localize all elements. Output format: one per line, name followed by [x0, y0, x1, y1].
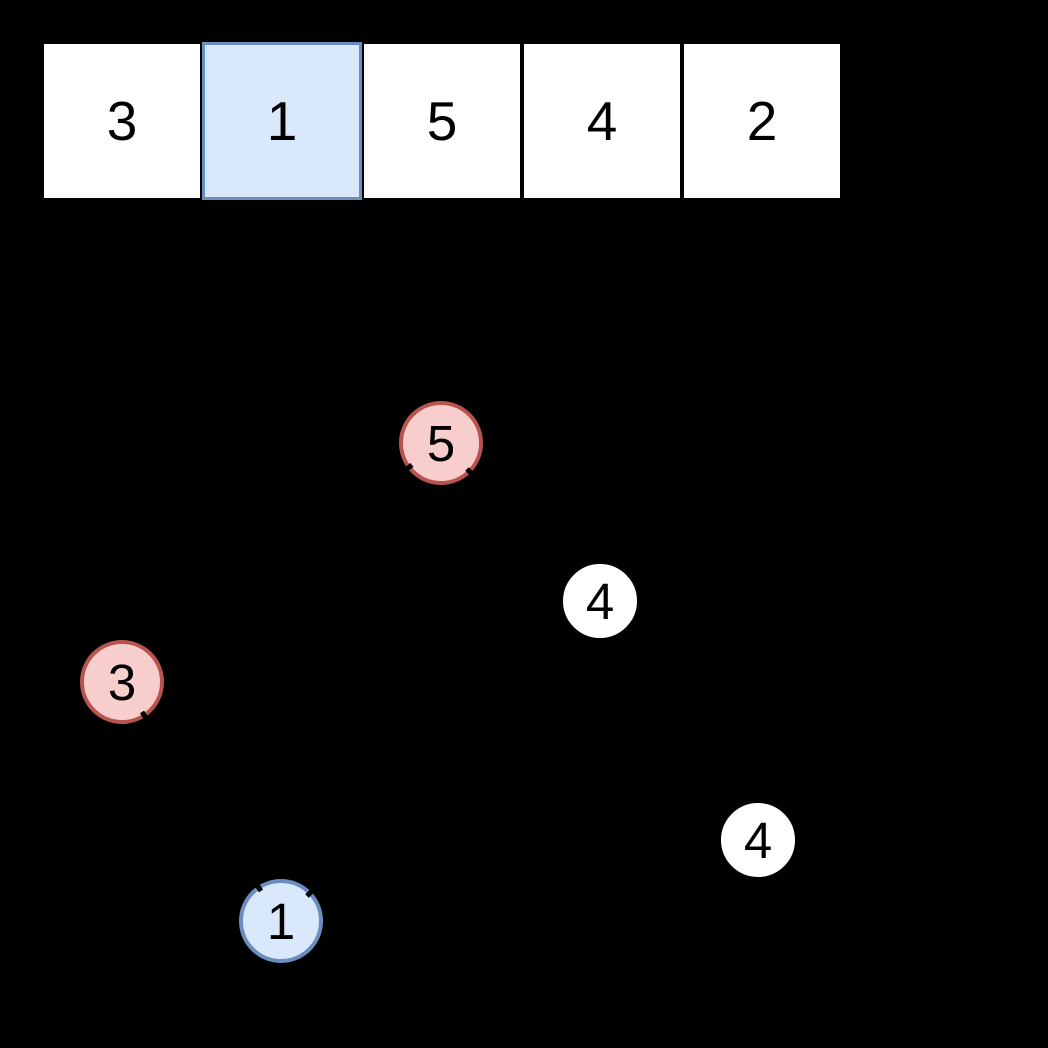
tree-node-1-label: 1	[267, 893, 295, 950]
array-cell-4: 2	[682, 42, 842, 200]
array-cell-0: 3	[42, 42, 202, 200]
tree-node-5-circle	[399, 401, 483, 485]
tree-node-1-circle	[239, 879, 323, 963]
tree-edge-3-1	[139, 710, 264, 893]
tree-node-3-circle	[80, 640, 164, 724]
tree-node-3-label: 3	[108, 654, 136, 711]
tree-node-3: 3	[80, 640, 164, 724]
array-row: 3 1 5 4 2	[42, 42, 842, 200]
array-cell-value: 4	[586, 90, 618, 152]
tree-node-4-upper-label: 4	[586, 573, 614, 630]
array-cell-3: 4	[522, 42, 682, 200]
tree-node-4-upper: 4	[561, 562, 639, 640]
array-cell-value: 1	[266, 90, 298, 152]
tree-node-4-lower-circle	[719, 801, 797, 879]
array-cell-2: 5	[362, 42, 522, 200]
tree-edge-5-4	[465, 467, 572, 573]
tree-node-5-label: 5	[427, 415, 455, 472]
tree-node-1: 1	[239, 879, 323, 963]
tree-edge-4-4	[620, 634, 738, 807]
tree-node-5: 5	[399, 401, 483, 485]
tree-node-4-lower: 4	[719, 801, 797, 879]
array-cell-value: 2	[746, 90, 778, 152]
tree-edge-5-3	[156, 462, 414, 658]
array-cell-value: 5	[426, 90, 458, 152]
tree-node-4-upper-circle	[561, 562, 639, 640]
tree-node-4-lower-label: 4	[744, 812, 772, 869]
tree-edge-4-1	[305, 629, 572, 898]
array-cell-value: 3	[106, 90, 138, 152]
array-cell-1-highlighted: 1	[202, 42, 362, 200]
